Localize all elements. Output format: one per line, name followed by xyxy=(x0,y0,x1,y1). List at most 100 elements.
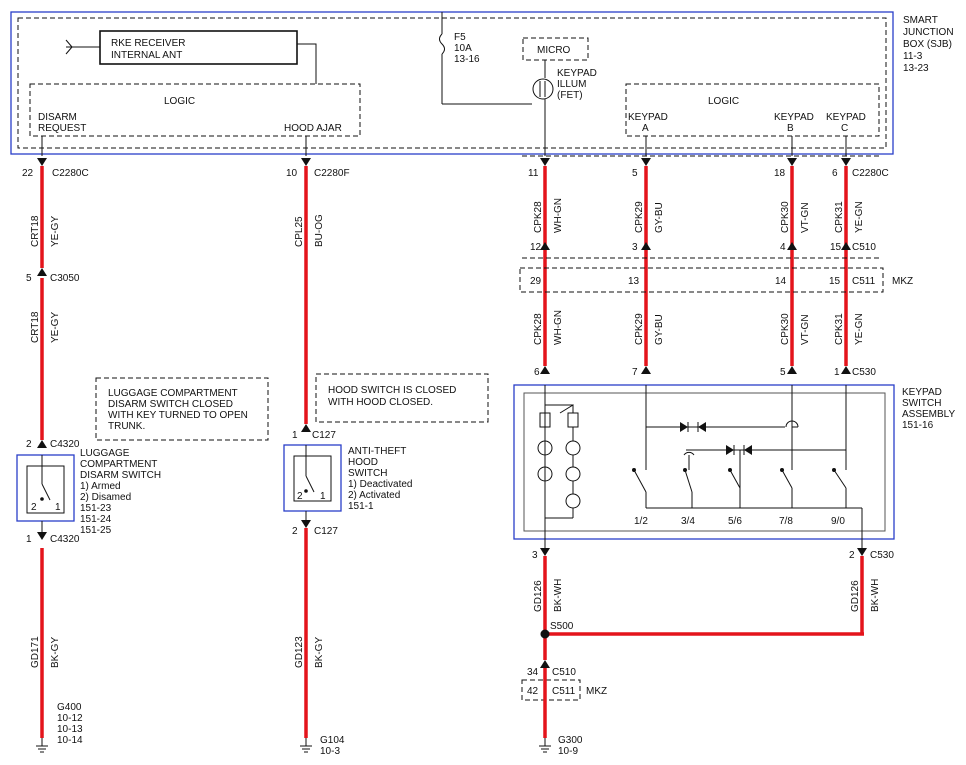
rke-receiver: RKE RECEIVER INTERNAL ANT xyxy=(65,30,317,84)
svg-text:C511: C511 xyxy=(852,276,876,287)
svg-text:7/8: 7/8 xyxy=(779,516,793,527)
svg-text:BOX (SJB): BOX (SJB) xyxy=(903,39,952,50)
svg-text:BU-OG: BU-OG xyxy=(314,214,325,247)
svg-text:GD126: GD126 xyxy=(850,580,861,612)
luggage-note: LUGGAGE COMPARTMENT DISARM SWITCH CLOSED… xyxy=(95,377,269,441)
svg-text:BK-WH: BK-WH xyxy=(870,579,881,612)
svg-text:RKE RECEIVER: RKE RECEIVER xyxy=(111,38,185,49)
svg-text:CPK30: CPK30 xyxy=(780,201,791,233)
svg-text:G300: G300 xyxy=(558,735,583,746)
svg-text:3: 3 xyxy=(632,242,638,253)
svg-text:ANTI-THEFT: ANTI-THEFT xyxy=(348,446,406,457)
keypad-switch-assembly: KEYPAD SWITCH ASSEMBLY 151-16 xyxy=(513,384,955,548)
button-switch-5-6: 5/6 xyxy=(728,468,742,527)
svg-text:KEYPAD: KEYPAD xyxy=(826,112,866,123)
connector-arrow xyxy=(37,158,47,166)
svg-text:13-16: 13-16 xyxy=(454,54,480,65)
svg-text:10-14: 10-14 xyxy=(57,735,83,746)
svg-text:4: 4 xyxy=(780,242,786,253)
svg-text:ASSEMBLY: ASSEMBLY xyxy=(902,409,955,420)
svg-text:DISARM SWITCH CLOSED: DISARM SWITCH CLOSED xyxy=(108,399,233,410)
svg-text:GY-BU: GY-BU xyxy=(654,202,665,233)
svg-text:151-24: 151-24 xyxy=(80,514,112,525)
svg-text:C510: C510 xyxy=(852,242,876,253)
sjb-label: SMART JUNCTION BOX (SJB) 11-3 13-23 xyxy=(903,15,954,74)
connector-arrow xyxy=(301,520,311,528)
svg-text:BK-GY: BK-GY xyxy=(50,637,61,668)
svg-text:DISARM: DISARM xyxy=(38,112,77,123)
svg-text:151-23: 151-23 xyxy=(80,503,112,514)
svg-text:COMPARTMENT: COMPARTMENT xyxy=(80,459,157,470)
keypad-illum-fet: KEYPAD ILLUM (FET) xyxy=(532,68,597,156)
button-switch-1-2: 1/2 xyxy=(632,468,648,527)
svg-text:2) Activated: 2) Activated xyxy=(348,490,400,501)
svg-text:KEYPAD: KEYPAD xyxy=(902,387,942,398)
svg-text:1: 1 xyxy=(834,367,840,378)
svg-text:KEYPAD: KEYPAD xyxy=(557,68,597,79)
svg-text:42: 42 xyxy=(527,686,539,697)
logic-box-right: LOGIC KEYPAD A KEYPAD B KEYPAD C xyxy=(625,83,880,137)
svg-text:KEYPAD: KEYPAD xyxy=(628,112,668,123)
ground-g104: G104 10-3 xyxy=(300,735,345,757)
antenna-icon xyxy=(65,39,100,55)
svg-text:14: 14 xyxy=(775,276,787,287)
connector-arrow xyxy=(540,366,550,374)
svg-text:5: 5 xyxy=(26,273,32,284)
svg-text:LUGGAGE: LUGGAGE xyxy=(80,448,130,459)
svg-text:15: 15 xyxy=(829,276,841,287)
svg-text:34: 34 xyxy=(527,667,539,678)
connector-arrow xyxy=(641,366,651,374)
connector-arrow xyxy=(540,158,550,166)
connector-arrow xyxy=(841,366,851,374)
smart-junction-box xyxy=(10,11,894,155)
svg-text:G104: G104 xyxy=(320,735,345,746)
svg-text:5: 5 xyxy=(632,168,638,179)
svg-text:6: 6 xyxy=(832,168,838,179)
svg-text:1) Deactivated: 1) Deactivated xyxy=(348,479,412,490)
svg-text:1/2: 1/2 xyxy=(634,516,648,527)
luggage-switch-label: LUGGAGE COMPARTMENT DISARM SWITCH 1) Arm… xyxy=(80,448,161,536)
svg-text:3/4: 3/4 xyxy=(681,516,695,527)
svg-text:3: 3 xyxy=(532,550,538,561)
svg-text:1: 1 xyxy=(55,502,61,513)
svg-text:1: 1 xyxy=(26,534,32,545)
connector-arrow xyxy=(301,158,311,166)
svg-text:CPK28: CPK28 xyxy=(533,313,544,345)
luggage-circuit: 22 C2280C CRT18 YE-GY 5 C3050 CRT18 YE-G… xyxy=(16,158,269,753)
connector-arrow xyxy=(540,660,550,668)
svg-text:SWITCH: SWITCH xyxy=(348,468,387,479)
svg-text:10A: 10A xyxy=(454,43,472,54)
connector-arrow xyxy=(540,548,550,556)
svg-text:C530: C530 xyxy=(870,550,894,561)
connector-arrow xyxy=(641,158,651,166)
connector-arrow xyxy=(787,366,797,374)
svg-text:GD123: GD123 xyxy=(294,636,305,668)
keypad-buttons: 1/2 3/4 5/6 7/8 xyxy=(632,468,863,548)
svg-text:151-1: 151-1 xyxy=(348,501,374,512)
svg-text:10-9: 10-9 xyxy=(558,746,578,757)
svg-text:2: 2 xyxy=(292,526,298,537)
svg-text:1: 1 xyxy=(292,430,298,441)
svg-text:HOOD SWITCH IS CLOSED: HOOD SWITCH IS CLOSED xyxy=(328,385,456,396)
svg-text:151-25: 151-25 xyxy=(80,525,112,536)
svg-text:CPL25: CPL25 xyxy=(294,216,305,247)
svg-text:JUNCTION: JUNCTION xyxy=(903,27,954,38)
connector-arrow xyxy=(540,242,550,250)
svg-text:29: 29 xyxy=(530,276,542,287)
connector-arrow xyxy=(841,242,851,250)
svg-text:INTERNAL ANT: INTERNAL ANT xyxy=(111,50,182,61)
svg-text:9/0: 9/0 xyxy=(831,516,845,527)
svg-text:GY-BU: GY-BU xyxy=(654,314,665,345)
svg-text:CPK29: CPK29 xyxy=(634,201,645,233)
svg-text:12: 12 xyxy=(530,242,542,253)
svg-text:15: 15 xyxy=(830,242,842,253)
connector-arrow xyxy=(37,440,47,448)
connector-arrow xyxy=(787,242,797,250)
button-switch-7-8: 7/8 xyxy=(779,468,793,527)
svg-text:CRT18: CRT18 xyxy=(30,215,41,247)
hood-circuit: 10 C2280F CPL25 BU-OG HOOD SWITCH IS CLO… xyxy=(283,158,489,757)
svg-text:2: 2 xyxy=(26,439,32,450)
svg-text:CPK31: CPK31 xyxy=(834,313,845,345)
svg-text:2: 2 xyxy=(297,491,303,502)
